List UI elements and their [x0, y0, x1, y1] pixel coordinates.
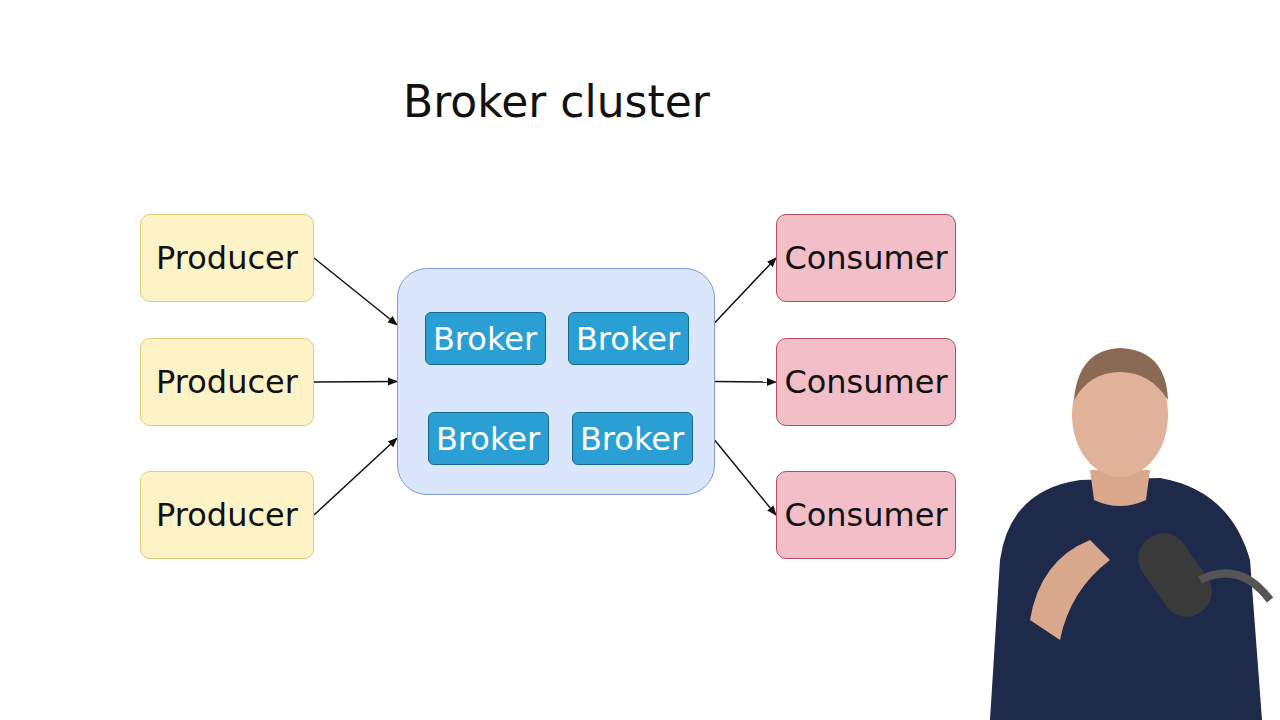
connector-arrow — [715, 441, 776, 515]
producer-box: Producer — [140, 338, 314, 426]
broker-box: Broker — [428, 412, 549, 465]
node-label: Producer — [156, 239, 298, 277]
consumer-box: Consumer — [776, 338, 956, 426]
node-label: Broker — [436, 420, 540, 458]
producer-box: Producer — [140, 214, 314, 302]
producer-box: Producer — [140, 471, 314, 559]
diagram-title: Broker cluster — [403, 76, 710, 127]
broker-box: Broker — [568, 312, 689, 365]
node-label: Consumer — [784, 496, 947, 534]
node-label: Producer — [156, 496, 298, 534]
shirt — [990, 478, 1262, 720]
node-label: Broker — [433, 320, 537, 358]
connector-arrow — [314, 381, 397, 383]
broker-box: Broker — [425, 312, 546, 365]
cluster-box: BrokerBrokerBrokerBroker — [397, 268, 715, 495]
broker-box: Broker — [572, 412, 693, 465]
connector-arrow — [715, 381, 776, 383]
hair — [1074, 348, 1168, 400]
connector-arrow — [715, 258, 776, 322]
node-label: Producer — [156, 363, 298, 401]
connector-arrow — [314, 258, 397, 325]
node-label: Broker — [576, 320, 680, 358]
connector-arrow — [314, 438, 397, 515]
node-label: Broker — [580, 420, 684, 458]
node-label: Consumer — [784, 363, 947, 401]
mic-arm — [1200, 573, 1270, 600]
consumer-box: Consumer — [776, 471, 956, 559]
consumer-box: Consumer — [776, 214, 956, 302]
node-label: Consumer — [784, 239, 947, 277]
hand — [1030, 540, 1110, 640]
